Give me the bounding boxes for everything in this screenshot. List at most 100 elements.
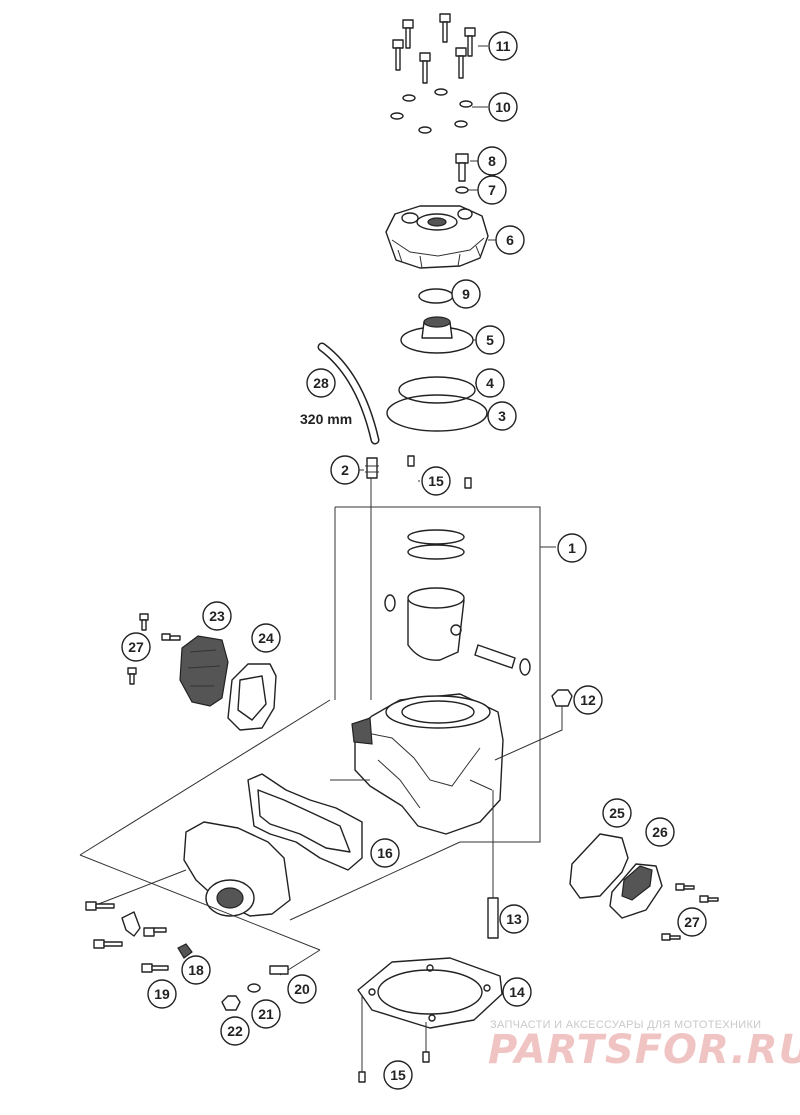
callout-circle xyxy=(502,977,532,1007)
callout-circle xyxy=(487,401,517,431)
callout-number: 6 xyxy=(506,232,514,248)
callout-21: 21 xyxy=(251,999,281,1029)
callout-circle xyxy=(477,146,507,176)
part-gasket-25 xyxy=(569,833,629,899)
callout-number: 15 xyxy=(390,1067,406,1083)
callout-circle xyxy=(602,798,632,828)
part-nipple xyxy=(365,457,379,479)
part-nut-22 xyxy=(221,995,241,1011)
callout-2: 2 xyxy=(330,455,360,485)
callout-22: 22 xyxy=(220,1016,250,1046)
callout-number: 1 xyxy=(568,540,576,556)
part-clip-18 xyxy=(177,943,193,959)
callout-12: 12 xyxy=(573,685,603,715)
part-intake-flange xyxy=(183,821,291,917)
part-exhaust-cover-23 xyxy=(179,635,229,707)
callout-number: 20 xyxy=(294,981,310,997)
callout-number: 12 xyxy=(580,692,596,708)
part-stud xyxy=(487,897,499,939)
callout-11: 11 xyxy=(488,31,518,61)
callout-number: 8 xyxy=(488,153,496,169)
part-oring-4 xyxy=(398,376,476,404)
part-dowel-upper-a xyxy=(407,455,415,467)
part-washers xyxy=(390,88,473,134)
callout-circle xyxy=(645,817,675,847)
callout-15a: 15 xyxy=(421,466,451,496)
callout-circle xyxy=(557,533,587,563)
callout-circle xyxy=(181,955,211,985)
callout-number: 25 xyxy=(609,805,625,821)
callout-6: 6 xyxy=(495,225,525,255)
callout-circle xyxy=(475,368,505,398)
callout-number: 3 xyxy=(498,408,506,424)
part-piston-ring-b xyxy=(407,544,465,560)
callout-24: 24 xyxy=(251,623,281,653)
part-piston-pin xyxy=(474,644,516,669)
callout-5: 5 xyxy=(475,325,505,355)
part-base-gasket xyxy=(357,957,503,1029)
callout-number: 15 xyxy=(428,473,444,489)
part-cylinder-head xyxy=(385,205,489,269)
callout-circle xyxy=(499,904,529,934)
callout-8: 8 xyxy=(477,146,507,176)
callout-circle xyxy=(451,279,481,309)
callout-circle xyxy=(202,601,232,631)
callout-number: 19 xyxy=(154,986,170,1002)
callout-23: 23 xyxy=(202,601,232,631)
callout-circle xyxy=(220,1016,250,1046)
callout-27b: 27 xyxy=(677,907,707,937)
callout-circle xyxy=(475,325,505,355)
callout-number: 23 xyxy=(209,608,225,624)
callout-7: 7 xyxy=(477,175,507,205)
callout-15b: 15 xyxy=(383,1060,413,1090)
callout-number: 16 xyxy=(377,845,393,861)
callout-circle xyxy=(421,466,451,496)
callout-10: 10 xyxy=(488,92,518,122)
part-combustion-insert xyxy=(400,316,474,354)
hose-length-label: 320 mm xyxy=(300,411,352,427)
part-dowel-lower-b xyxy=(422,1051,430,1063)
callout-circle xyxy=(495,225,525,255)
callout-circle xyxy=(251,999,281,1029)
part-intake-gasket xyxy=(247,773,363,871)
callout-number: 7 xyxy=(488,182,496,198)
callout-14: 14 xyxy=(502,977,532,1007)
callout-circle xyxy=(330,455,360,485)
callout-20: 20 xyxy=(287,974,317,1004)
callout-1: 1 xyxy=(557,533,587,563)
callout-number: 18 xyxy=(188,962,204,978)
callout-number: 11 xyxy=(496,38,511,54)
callout-number: 4 xyxy=(486,375,494,391)
part-screws-27a xyxy=(127,613,181,685)
callout-28: 28 xyxy=(306,368,336,398)
callout-circle xyxy=(251,623,281,653)
part-head-screw xyxy=(455,153,469,182)
part-gasket-24 xyxy=(227,663,277,731)
watermark-brand-logo: PARTSFOR.RU xyxy=(488,1027,800,1073)
callout-circle xyxy=(306,368,336,398)
part-cover-26 xyxy=(609,863,663,919)
callout-number: 21 xyxy=(258,1006,274,1022)
watermark-caption: ЗАПЧАСТИ И АКСЕССУАРЫ ДЛЯ МОТОТЕХНИКИ xyxy=(490,1019,762,1031)
assembly-bracket xyxy=(335,506,556,843)
callout-circle xyxy=(121,632,151,662)
callout-circle xyxy=(287,974,317,1004)
callout-number: 5 xyxy=(486,332,494,348)
callout-3: 3 xyxy=(487,401,517,431)
callout-number: 10 xyxy=(495,99,511,115)
callout-number: 27 xyxy=(684,914,700,930)
callout-13: 13 xyxy=(499,904,529,934)
callout-circle xyxy=(677,907,707,937)
callout-25: 25 xyxy=(602,798,632,828)
callout-circle xyxy=(383,1060,413,1090)
part-lever xyxy=(121,911,141,937)
part-oring-9 xyxy=(418,288,454,304)
callout-number: 13 xyxy=(506,911,522,927)
callout-number: 26 xyxy=(652,824,668,840)
part-piston xyxy=(407,587,465,661)
callout-circle xyxy=(488,92,518,122)
part-piston-ring-a xyxy=(407,529,465,545)
